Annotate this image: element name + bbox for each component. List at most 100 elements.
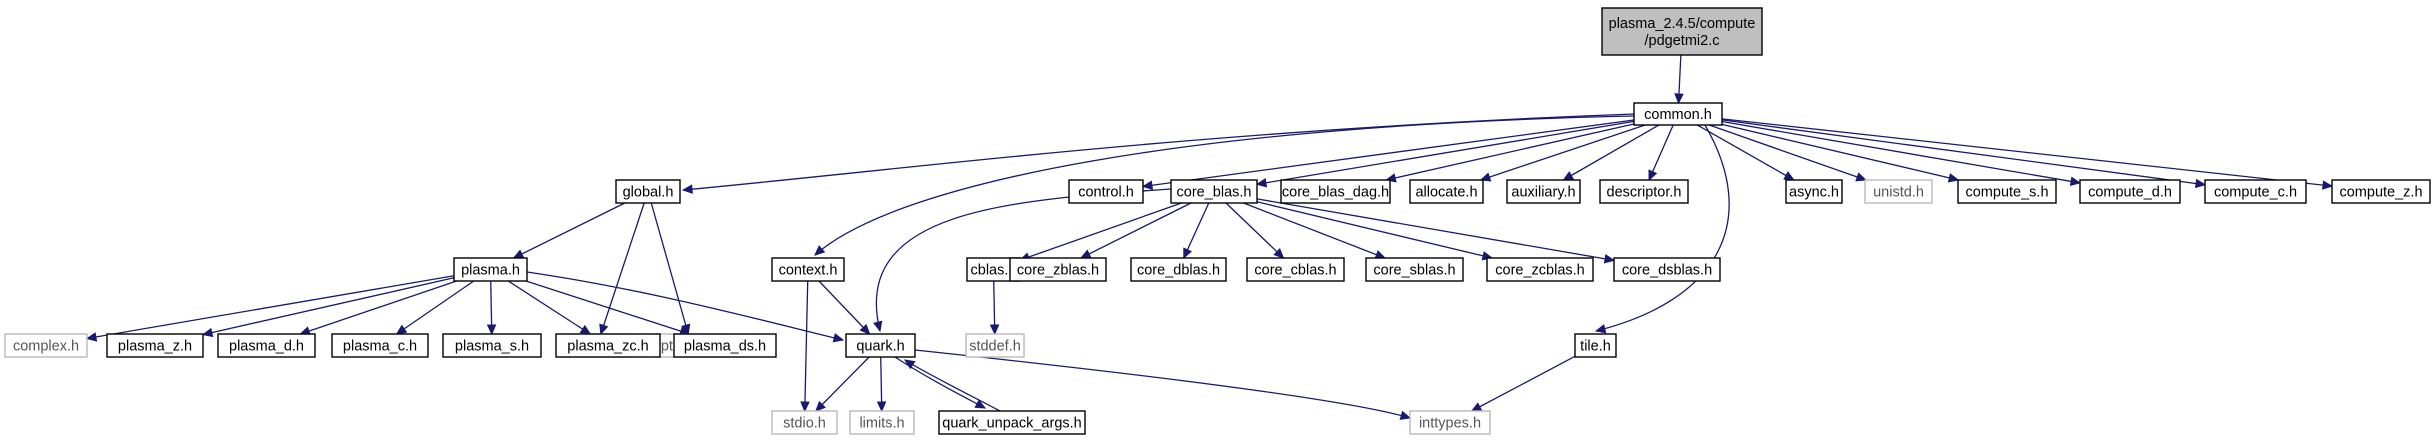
node-compute_c[interactable]: compute_c.h	[2204, 179, 2307, 204]
node-compute_s[interactable]: compute_s.h	[1957, 179, 2057, 204]
edge-line	[1019, 202, 1182, 261]
node-label: core_zblas.h	[1017, 263, 1099, 279]
node-box	[4, 333, 88, 358]
arrowhead-icon	[1855, 172, 1867, 182]
edge-line	[1225, 202, 1284, 259]
node-common[interactable]: common.h	[1633, 102, 1723, 126]
edge-line	[1386, 123, 1635, 181]
node-allocate[interactable]: allocate.h	[1409, 179, 1484, 204]
node-box	[673, 333, 777, 358]
edge-global-to-string	[599, 202, 645, 336]
node-label: compute_s.h	[1965, 185, 2048, 201]
arrowhead-icon	[1079, 249, 1092, 259]
node-box	[1633, 102, 1723, 126]
node-label: common.h	[1644, 107, 1712, 123]
edge-common-to-compute_d	[1721, 120, 2082, 187]
edge-plasma-to-complex	[85, 275, 455, 342]
edge-line	[1648, 124, 1674, 181]
edge-line	[507, 280, 591, 335]
node-root[interactable]: plasma_2.4.5/compute/pdgetmi2.c	[1601, 7, 1763, 56]
node-inttypes[interactable]: inttypes.h	[1409, 410, 1491, 435]
edge-quark-to-quark_unpack	[894, 356, 987, 409]
node-core_sblas[interactable]: core_sblas.h	[1365, 257, 1464, 282]
node-core_dsblas[interactable]: core_dsblas.h	[1613, 257, 1721, 282]
node-label: core_dblas.h	[1137, 263, 1220, 279]
node-async[interactable]: async.h	[1785, 179, 1843, 204]
node-label: stdio.h	[783, 416, 826, 432]
edge-line	[396, 280, 475, 335]
node-auxiliary[interactable]: auxiliary.h	[1506, 179, 1581, 204]
arrowhead-icon	[512, 249, 525, 259]
node-descriptor[interactable]: descriptor.h	[1599, 179, 1689, 204]
node-plasma_d[interactable]: plasma_d.h	[217, 333, 316, 358]
node-plasma_ds[interactable]: plasma_ds.h	[673, 333, 777, 358]
arrowhead-icon	[599, 323, 609, 336]
edge-common-to-allocate	[1479, 124, 1646, 182]
node-quark[interactable]: quark.h	[845, 333, 916, 358]
arrowhead-icon	[1947, 173, 1960, 183]
node-box	[1130, 257, 1227, 282]
arrowhead-icon	[201, 327, 214, 338]
node-box	[1574, 333, 1617, 358]
node-plasma_zc[interactable]: plasma_zc.h	[555, 333, 661, 358]
node-plasma_z[interactable]: plasma_z.h	[106, 333, 204, 358]
node-box	[555, 333, 661, 358]
node-label: plasma_ds.h	[684, 339, 766, 355]
edge-common-to-compute_c	[1721, 119, 2207, 189]
edge-line	[1471, 355, 1576, 412]
node-quark_unpack[interactable]: quark_unpack_args.h	[938, 410, 1086, 435]
node-label: core_blas.h	[1177, 185, 1252, 201]
edge-core_blas-to-core_dsblas	[1256, 198, 1616, 264]
node-stddef[interactable]: stddef.h	[965, 333, 1025, 358]
node-label: quark.h	[856, 339, 904, 355]
node-label: plasma.h	[461, 263, 520, 279]
node-box	[965, 333, 1025, 358]
node-core_dblas[interactable]: core_dblas.h	[1130, 257, 1227, 282]
arrowhead-icon	[1562, 171, 1575, 181]
edge-line	[1721, 119, 2206, 186]
node-label: auxiliary.h	[1511, 185, 1575, 201]
edge-global-to-plasma	[512, 202, 626, 259]
arrowhead-icon	[579, 324, 592, 335]
node-control[interactable]: control.h	[1068, 179, 1144, 204]
node-limits[interactable]: limits.h	[849, 410, 915, 435]
edge-common-to-tile	[1594, 124, 1730, 334]
edge-line	[914, 349, 1411, 419]
edge-core_blas-to-core_sblas	[1243, 202, 1387, 260]
node-label: inttypes.h	[1419, 416, 1481, 432]
edge-common-to-global	[681, 113, 1635, 194]
node-unistd[interactable]: unistd.h	[1864, 179, 1933, 204]
node-core_blas[interactable]: core_blas.h	[1170, 179, 1258, 204]
node-context[interactable]: context.h	[771, 257, 845, 282]
node-plasma[interactable]: plasma.h	[453, 257, 528, 282]
node-core_zblas[interactable]: core_zblas.h	[1009, 257, 1107, 282]
node-stdio[interactable]: stdio.h	[771, 410, 838, 435]
node-box	[1599, 179, 1689, 204]
node-plasma_c[interactable]: plasma_c.h	[331, 333, 429, 358]
node-box	[2204, 179, 2307, 204]
node-core_cblas[interactable]: core_cblas.h	[1246, 257, 1345, 282]
edge-line	[513, 202, 626, 259]
edge-common-to-compute_z	[1721, 118, 2334, 190]
edge-common-to-core_blas_dag	[1385, 123, 1635, 183]
node-compute_z[interactable]: compute_z.h	[2331, 179, 2431, 204]
node-label: compute_c.h	[2214, 185, 2297, 201]
edge-line	[904, 359, 1001, 412]
node-core_zcblas[interactable]: core_zcblas.h	[1486, 257, 1594, 282]
node-tile[interactable]: tile.h	[1574, 333, 1617, 358]
arrowhead-icon	[85, 332, 98, 342]
node-plasma_s[interactable]: plasma_s.h	[442, 333, 542, 358]
edge-common-to-compute_s	[1721, 123, 1960, 183]
node-box	[1068, 179, 1144, 204]
node-box	[1486, 257, 1594, 282]
node-compute_d[interactable]: compute_d.h	[2079, 179, 2181, 204]
node-label: plasma_d.h	[229, 339, 304, 355]
arrowhead-icon	[832, 333, 845, 343]
node-box	[1280, 179, 1391, 204]
arrowhead-icon	[1594, 324, 1607, 334]
node-complex[interactable]: complex.h	[4, 333, 88, 358]
edge-context-to-quark	[818, 280, 871, 335]
node-label: compute_d.h	[2088, 185, 2172, 201]
node-global[interactable]: global.h	[615, 179, 681, 204]
node-core_blas_dag[interactable]: core_blas_dag.h	[1280, 179, 1391, 204]
